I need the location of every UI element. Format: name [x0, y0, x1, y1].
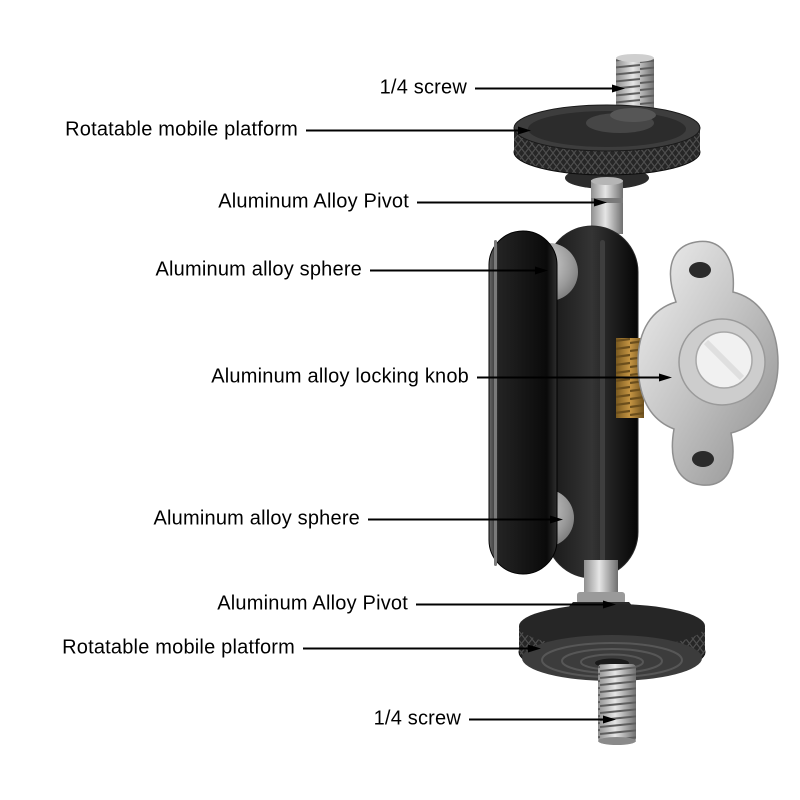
- annotation-arrow: [477, 376, 659, 378]
- annotation-arrow: [370, 269, 535, 271]
- top-quarter-screw-part: [616, 54, 654, 111]
- annotation-arrow: [416, 603, 603, 605]
- clamp-front-plate-part: [488, 230, 558, 575]
- annotation-label: Rotatable mobile platform: [62, 636, 295, 659]
- annotation-label: 1/4 screw: [373, 707, 461, 730]
- annotation-rotatable-platform-top: Rotatable mobile platform: [65, 119, 518, 142]
- annotation-arrow: [475, 87, 612, 89]
- annotation-label: Aluminum alloy locking knob: [211, 365, 469, 388]
- annotation-label: Aluminum Alloy Pivot: [217, 592, 408, 615]
- annotation-arrow: [368, 518, 550, 520]
- annotation-label: Aluminum alloy sphere: [153, 507, 360, 530]
- annotation-label: 1/4 screw: [379, 76, 467, 99]
- annotation-arrow: [417, 201, 594, 203]
- annotation-arrow: [303, 647, 528, 649]
- annotation-sphere-top: Aluminum alloy sphere: [155, 259, 535, 282]
- annotation-arrow: [469, 718, 603, 720]
- annotation-sphere-bottom: Aluminum alloy sphere: [153, 508, 550, 531]
- annotation-label: Aluminum Alloy Pivot: [218, 190, 409, 213]
- clamp-body-part: [545, 225, 639, 579]
- locking-knob-part: [637, 240, 779, 486]
- bottom-quarter-screw-part: [598, 664, 636, 745]
- annotation-quarter-screw-bottom: 1/4 screw: [374, 708, 603, 731]
- top-pivot-part: [591, 177, 623, 234]
- annotation-quarter-screw-top: 1/4 screw: [380, 77, 612, 100]
- annotation-rotatable-platform-bottom: Rotatable mobile platform: [62, 637, 528, 660]
- annotation-arrow: [306, 129, 518, 131]
- annotation-pivot-bottom: Aluminum Alloy Pivot: [217, 593, 603, 616]
- top-platform-part: [513, 104, 701, 189]
- bottom-platform-part: [518, 604, 706, 681]
- annotation-label: Aluminum alloy sphere: [155, 258, 362, 281]
- annotation-locking-knob: Aluminum alloy locking knob: [211, 366, 659, 389]
- annotation-label: Rotatable mobile platform: [65, 118, 298, 141]
- annotation-pivot-top: Aluminum Alloy Pivot: [218, 191, 594, 214]
